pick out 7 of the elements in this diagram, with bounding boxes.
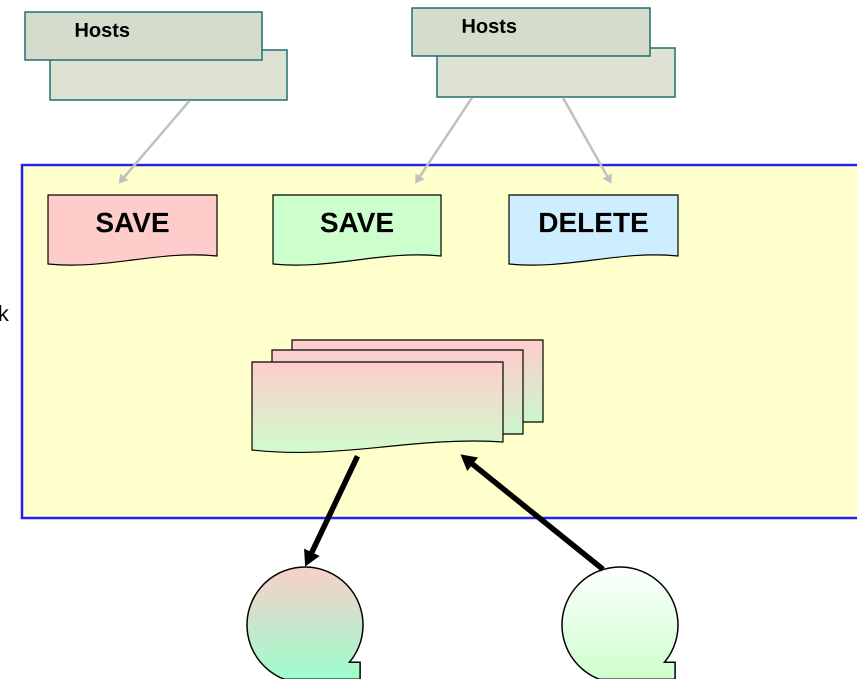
stacked-documents xyxy=(251,339,544,454)
stacked-box: Hosts xyxy=(411,7,676,98)
node-label: Hosts xyxy=(76,23,130,37)
node-label: Hosts xyxy=(462,19,516,33)
tape-symbol xyxy=(246,566,364,679)
tape-symbol xyxy=(561,566,679,679)
stacked-box: Hosts xyxy=(24,11,288,101)
